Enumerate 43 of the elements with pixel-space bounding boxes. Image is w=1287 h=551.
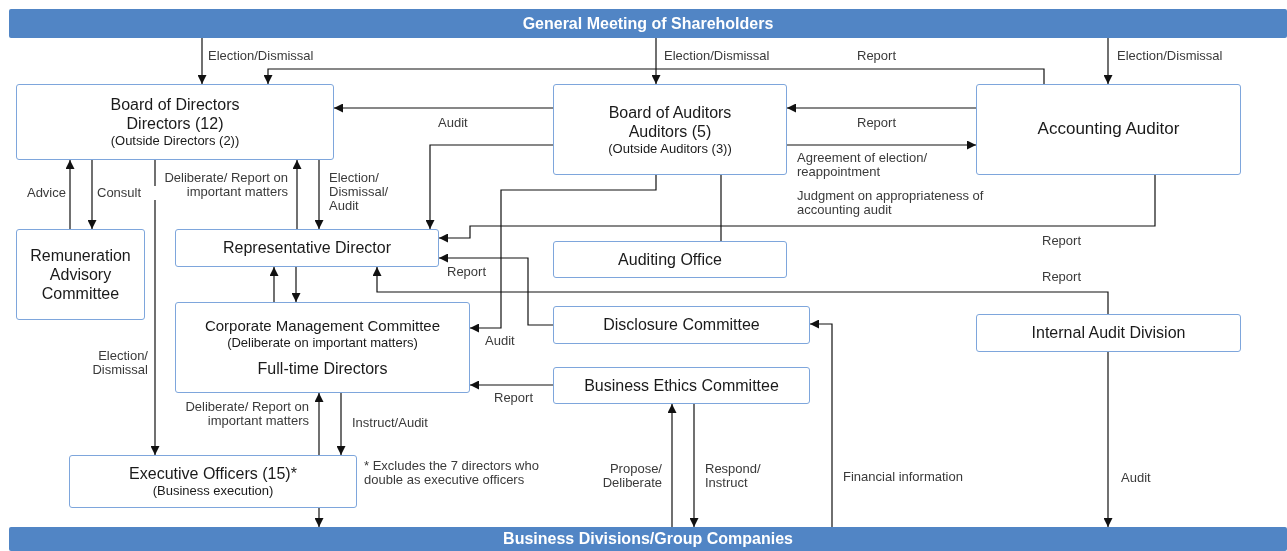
arrow (469, 380, 554, 390)
process-box: Accounting Auditor (976, 84, 1241, 175)
arrow (197, 37, 207, 85)
process-box: Corporate Management Committee (Deliberate on important matters) Full-time Directors (175, 302, 470, 393)
arrow (786, 140, 977, 150)
arrow (336, 392, 346, 456)
process-box: Auditing Office (553, 241, 787, 278)
process-box: Representative Director (175, 229, 439, 267)
connector-line (720, 174, 722, 242)
arrow (667, 403, 677, 528)
arrow (438, 253, 554, 326)
arrow (438, 174, 1156, 243)
arrow (1103, 351, 1113, 528)
process-box: Board of Directors Directors (12) (Outside Directors (2)) (16, 84, 334, 160)
arrow (65, 159, 75, 230)
arrow (372, 266, 1109, 315)
footnote: * Excludes the 7 directors who double as executive officers (364, 459, 539, 487)
process-box: Executive Officers (15)* (Business execution) (69, 455, 357, 508)
process-box: Disclosure Committee (553, 306, 810, 344)
arrow (786, 103, 977, 113)
arrow (314, 159, 324, 230)
arrow (87, 159, 97, 230)
arrow (291, 266, 301, 303)
arrow (469, 174, 657, 333)
arrow (314, 392, 324, 456)
arrow (689, 403, 699, 528)
arrow (333, 103, 554, 113)
edge-label: Consult (97, 186, 157, 200)
process-box: Remuneration Advisory Committee (16, 229, 145, 320)
process-box: Business Ethics Committee (553, 367, 810, 404)
arrow (263, 68, 1045, 85)
process-box: Board of Auditors Auditors (5) (Outside Auditors (3)) (553, 84, 787, 175)
arrow (292, 159, 302, 230)
arrow (269, 266, 279, 303)
arrow (651, 37, 661, 85)
arrow (150, 159, 160, 456)
header-band: General Meeting of Shareholders (9, 9, 1287, 38)
arrow (809, 319, 833, 528)
arrow (1103, 37, 1113, 85)
process-box: Internal Audit Division (976, 314, 1241, 352)
header-band: Business Divisions/Group Companies (9, 527, 1287, 551)
arrow (314, 507, 324, 528)
arrow (425, 144, 554, 230)
